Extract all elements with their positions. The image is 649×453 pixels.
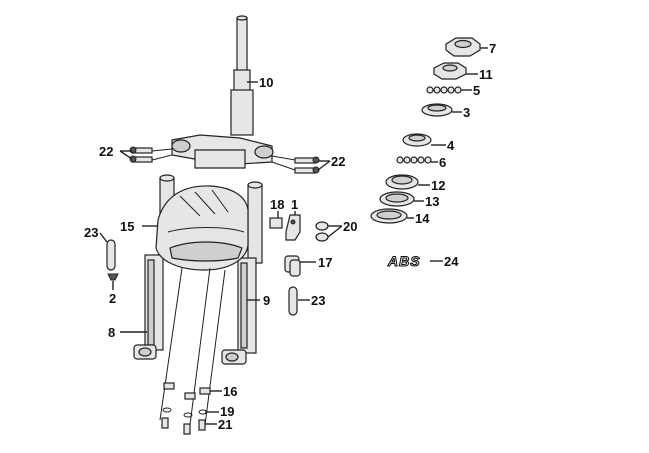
part-6-balls — [396, 156, 432, 164]
callout-18: 18 — [270, 197, 284, 212]
callout-23-right: 23 — [311, 293, 325, 308]
part-20 — [315, 221, 329, 242]
callout-14: 14 — [415, 211, 430, 226]
part-5-balls — [426, 86, 462, 94]
part-12-race — [385, 174, 419, 190]
part-13-ring — [379, 191, 415, 207]
part-7-nut — [445, 37, 481, 57]
fork-right — [221, 181, 263, 365]
callout-3: 3 — [463, 105, 470, 120]
part-14-ring — [370, 208, 408, 224]
front-fender — [155, 185, 249, 271]
callout-4: 4 — [447, 138, 455, 153]
callout-24: 24 — [444, 254, 459, 269]
part-18 — [269, 217, 283, 229]
callout-7: 7 — [489, 41, 496, 56]
callout-22-right: 22 — [331, 154, 345, 169]
callout-11: 11 — [479, 67, 493, 82]
abs-mark: ABS — [387, 253, 421, 269]
upper-bracket — [171, 134, 274, 169]
callout-19: 19 — [220, 404, 234, 419]
callout-23-left: 23 — [84, 225, 98, 240]
part-23-right — [288, 286, 298, 316]
part-23-left — [106, 239, 116, 271]
steering-stem — [230, 15, 254, 136]
guide-lines — [159, 267, 226, 426]
callout-2: 2 — [109, 291, 116, 306]
part-1 — [285, 214, 301, 241]
callout-9: 9 — [263, 293, 270, 308]
bottom-fasteners — [161, 382, 211, 435]
callout-13: 13 — [425, 194, 439, 209]
part-17 — [284, 255, 301, 277]
callout-8: 8 — [108, 325, 115, 340]
callout-21: 21 — [218, 417, 232, 432]
callout-12: 12 — [431, 178, 445, 193]
callout-22-left: 22 — [99, 144, 113, 159]
callout-17: 17 — [318, 255, 332, 270]
part-3-race — [421, 103, 453, 117]
part-4-race — [402, 133, 432, 147]
bolts-right — [271, 155, 320, 174]
callout-20: 20 — [343, 219, 357, 234]
part-2 — [107, 273, 119, 281]
callout-15: 15 — [120, 219, 134, 234]
callout-1: 1 — [291, 197, 298, 212]
callout-6: 6 — [439, 155, 446, 170]
callout-16: 16 — [223, 384, 237, 399]
bolts-left — [129, 146, 173, 163]
callout-10: 10 — [259, 75, 273, 90]
leader-lines — [99, 47, 488, 425]
callout-5: 5 — [473, 83, 480, 98]
part-11-nut — [433, 62, 467, 80]
